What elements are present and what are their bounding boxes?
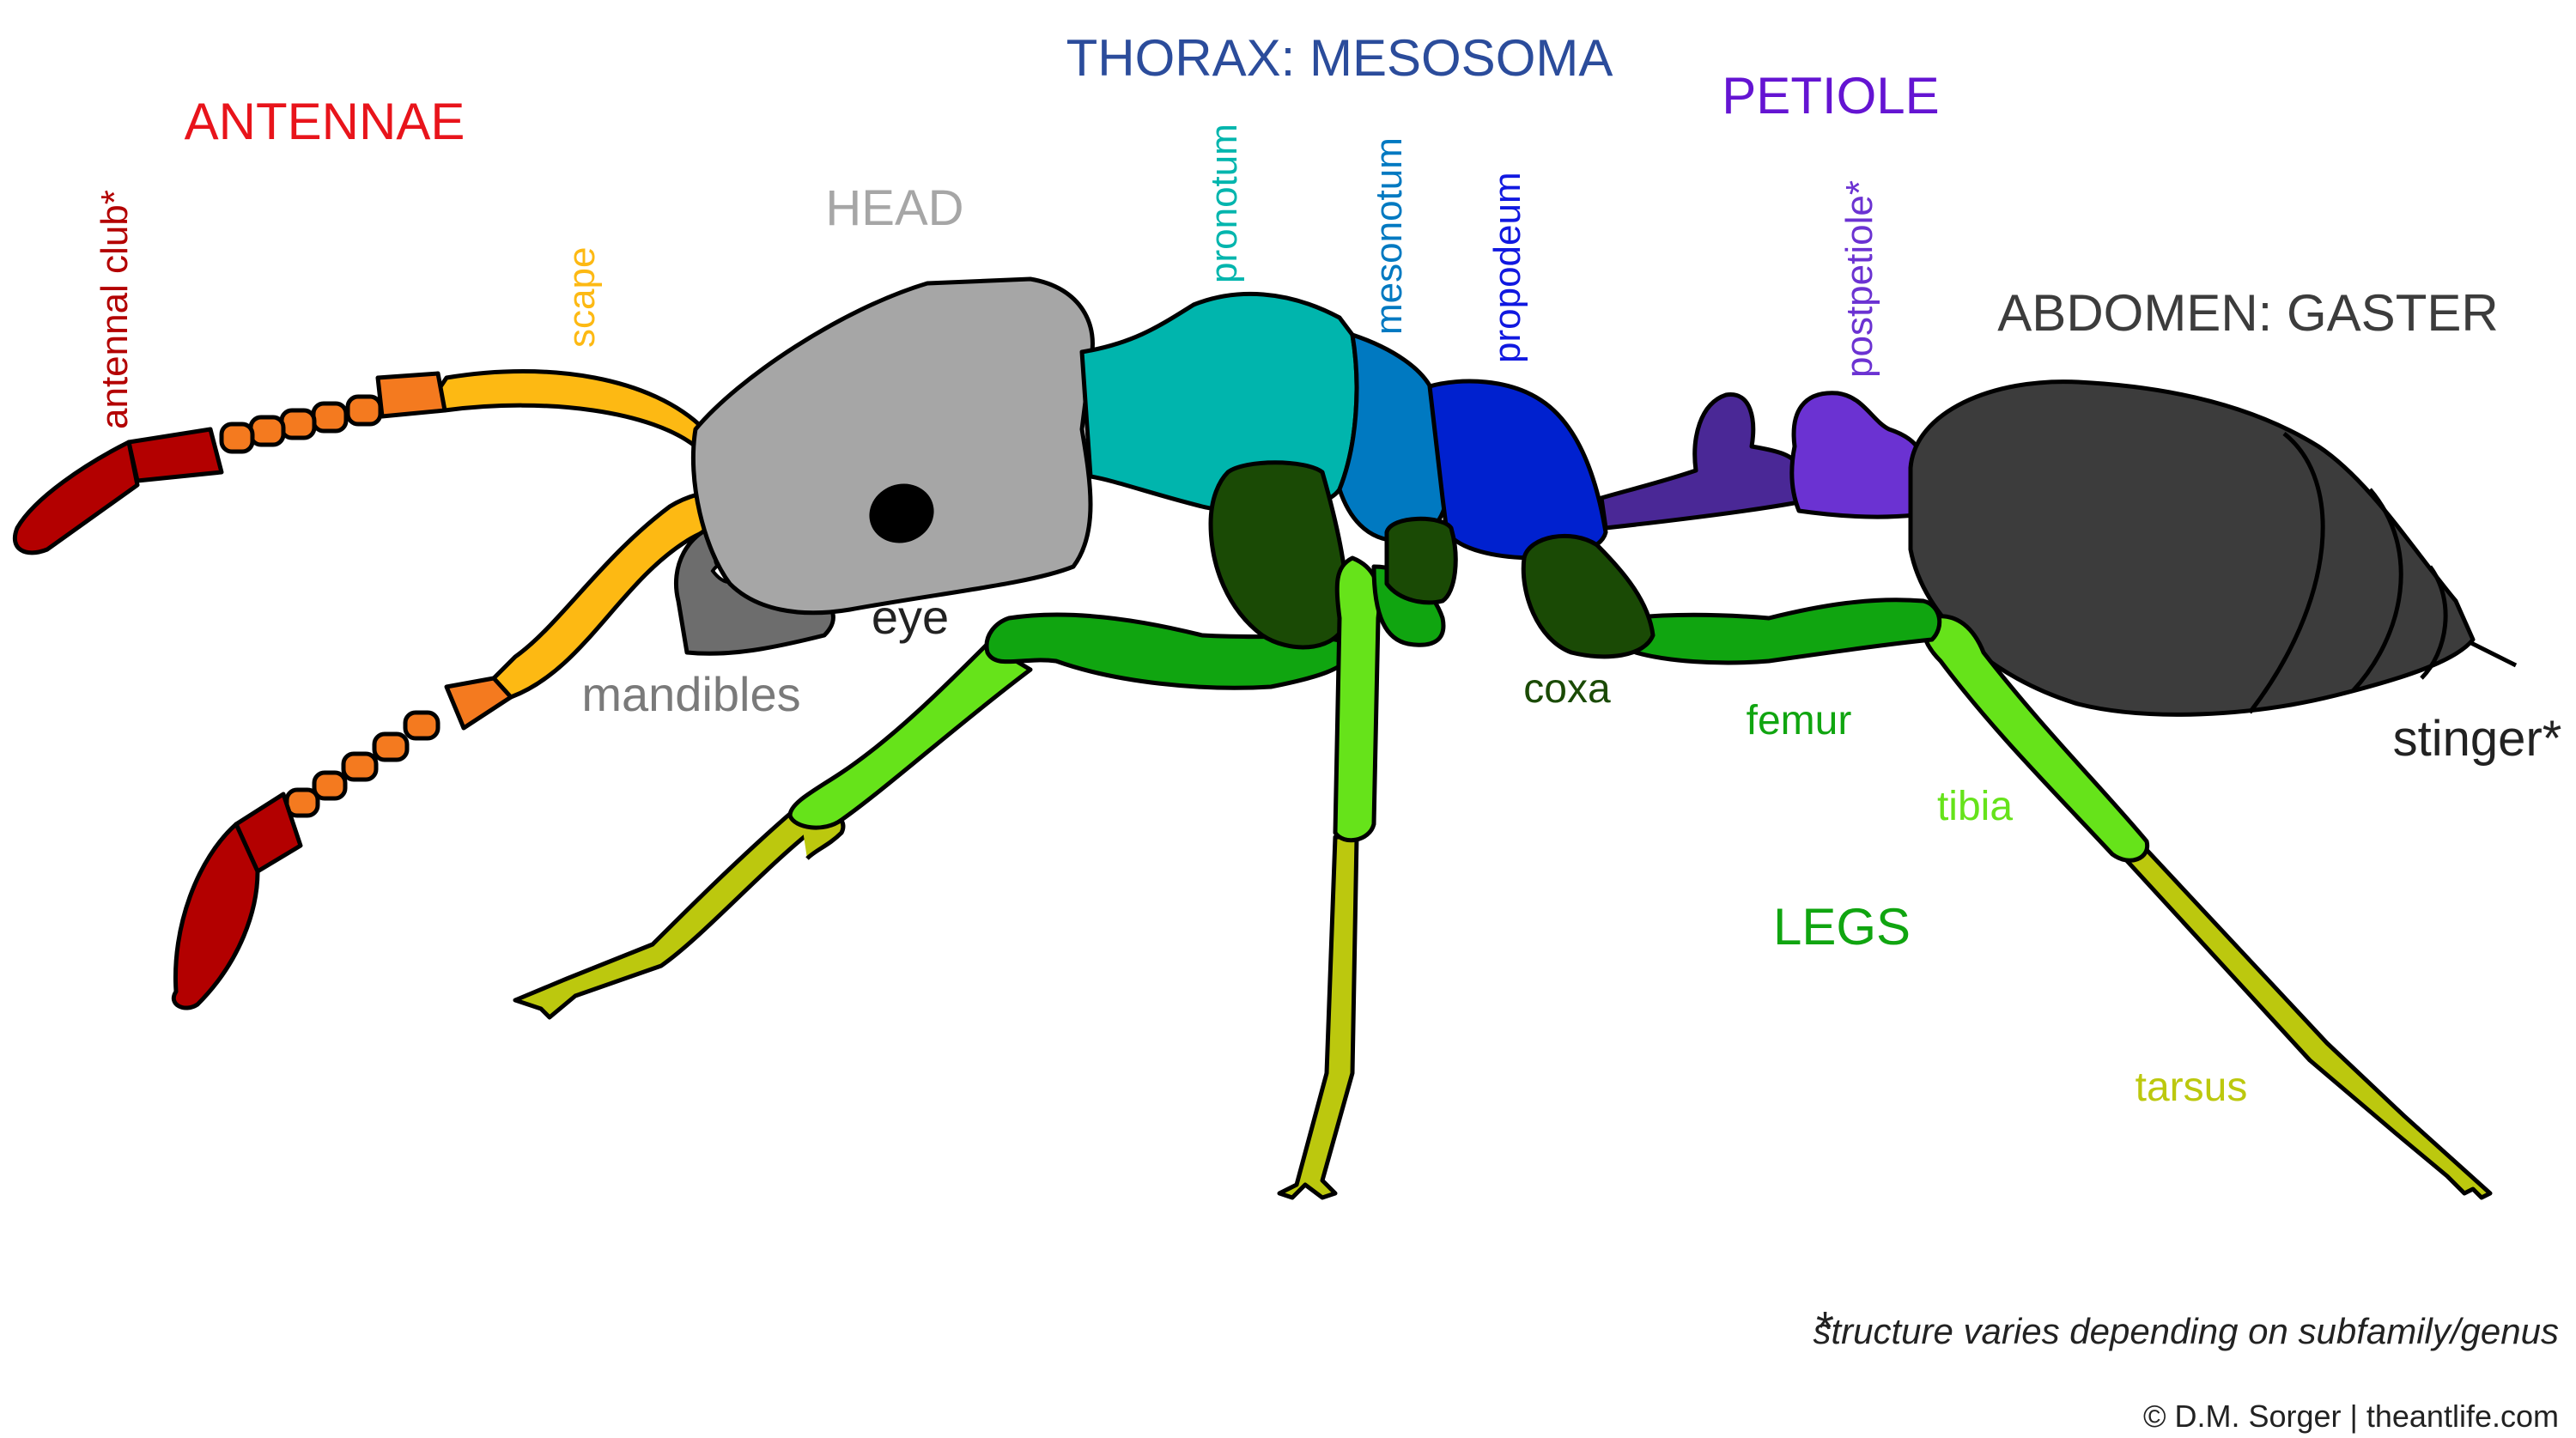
eye bbox=[869, 483, 934, 543]
middle-leg bbox=[1277, 516, 1458, 1200]
middle-leg-coxa bbox=[1384, 516, 1458, 605]
label-tarsus: tarsus bbox=[2136, 1065, 2248, 1110]
label-pronotum: pronotum bbox=[1203, 124, 1245, 283]
label-mesonotum: mesonotum bbox=[1368, 137, 1410, 335]
postpetiole bbox=[1789, 391, 1926, 519]
hind-leg-coxa bbox=[1521, 533, 1656, 659]
hind-leg-tarsus bbox=[2118, 847, 2493, 1200]
label-head: HEAD bbox=[825, 180, 963, 236]
label-tibia: tibia bbox=[1937, 784, 2013, 829]
mesonotum bbox=[1337, 332, 1449, 543]
label-legs: LEGS bbox=[1773, 898, 1911, 956]
footnote-mark: * bbox=[1816, 1302, 1834, 1354]
label-propodeum: propodeum bbox=[1486, 172, 1528, 363]
label-scape: scape bbox=[561, 247, 603, 348]
label-antennae: ANTENNAE bbox=[185, 93, 465, 150]
propodeum bbox=[1427, 379, 1608, 561]
label-stinger: stinger* bbox=[2393, 711, 2562, 767]
upper-antenna bbox=[13, 369, 707, 555]
label-mandibles: mandibles bbox=[581, 667, 800, 721]
label-coxa: coxa bbox=[1523, 666, 1611, 712]
petiole bbox=[1599, 392, 1801, 531]
hind-leg-tibia bbox=[1921, 614, 2150, 863]
middle-leg-tarsus bbox=[1277, 834, 1359, 1200]
upper-antenna-scape bbox=[435, 369, 707, 449]
footnote: structure varies depending on subfamily/… bbox=[1813, 1311, 2559, 1351]
label-antennal-club: antennal club* bbox=[94, 190, 136, 429]
stinger bbox=[2463, 637, 2518, 668]
gaster-segment-line-2 bbox=[2351, 488, 2403, 693]
label-femur: femur bbox=[1747, 698, 1852, 743]
front-leg-femur bbox=[984, 612, 1359, 690]
label-thorax: THORAX: MESOSOMA bbox=[1066, 29, 1613, 87]
abdomen-gaster bbox=[1908, 379, 2476, 717]
hind-leg-femur bbox=[1623, 598, 1942, 665]
front-leg-tarsus bbox=[513, 800, 823, 1020]
credit: © D.M. Sorger | theantlife.com bbox=[2143, 1399, 2559, 1434]
hind-leg bbox=[1521, 533, 2493, 1200]
label-postpetiole: postpetiole* bbox=[1838, 180, 1880, 378]
label-eye: eye bbox=[872, 590, 949, 644]
front-leg bbox=[513, 460, 1359, 1020]
front-leg-coxa bbox=[1208, 460, 1349, 650]
label-petiole: PETIOLE bbox=[1722, 67, 1939, 124]
gaster-segment-line-3 bbox=[2420, 565, 2448, 680]
head bbox=[690, 276, 1095, 616]
lower-antenna bbox=[172, 488, 762, 1010]
middle-leg-tibia bbox=[1333, 555, 1382, 843]
front-leg-tibia bbox=[787, 641, 1033, 830]
label-abdomen: ABDOMEN: GASTER bbox=[1997, 284, 2498, 342]
gaster-segment-line-1 bbox=[2248, 432, 2325, 714]
